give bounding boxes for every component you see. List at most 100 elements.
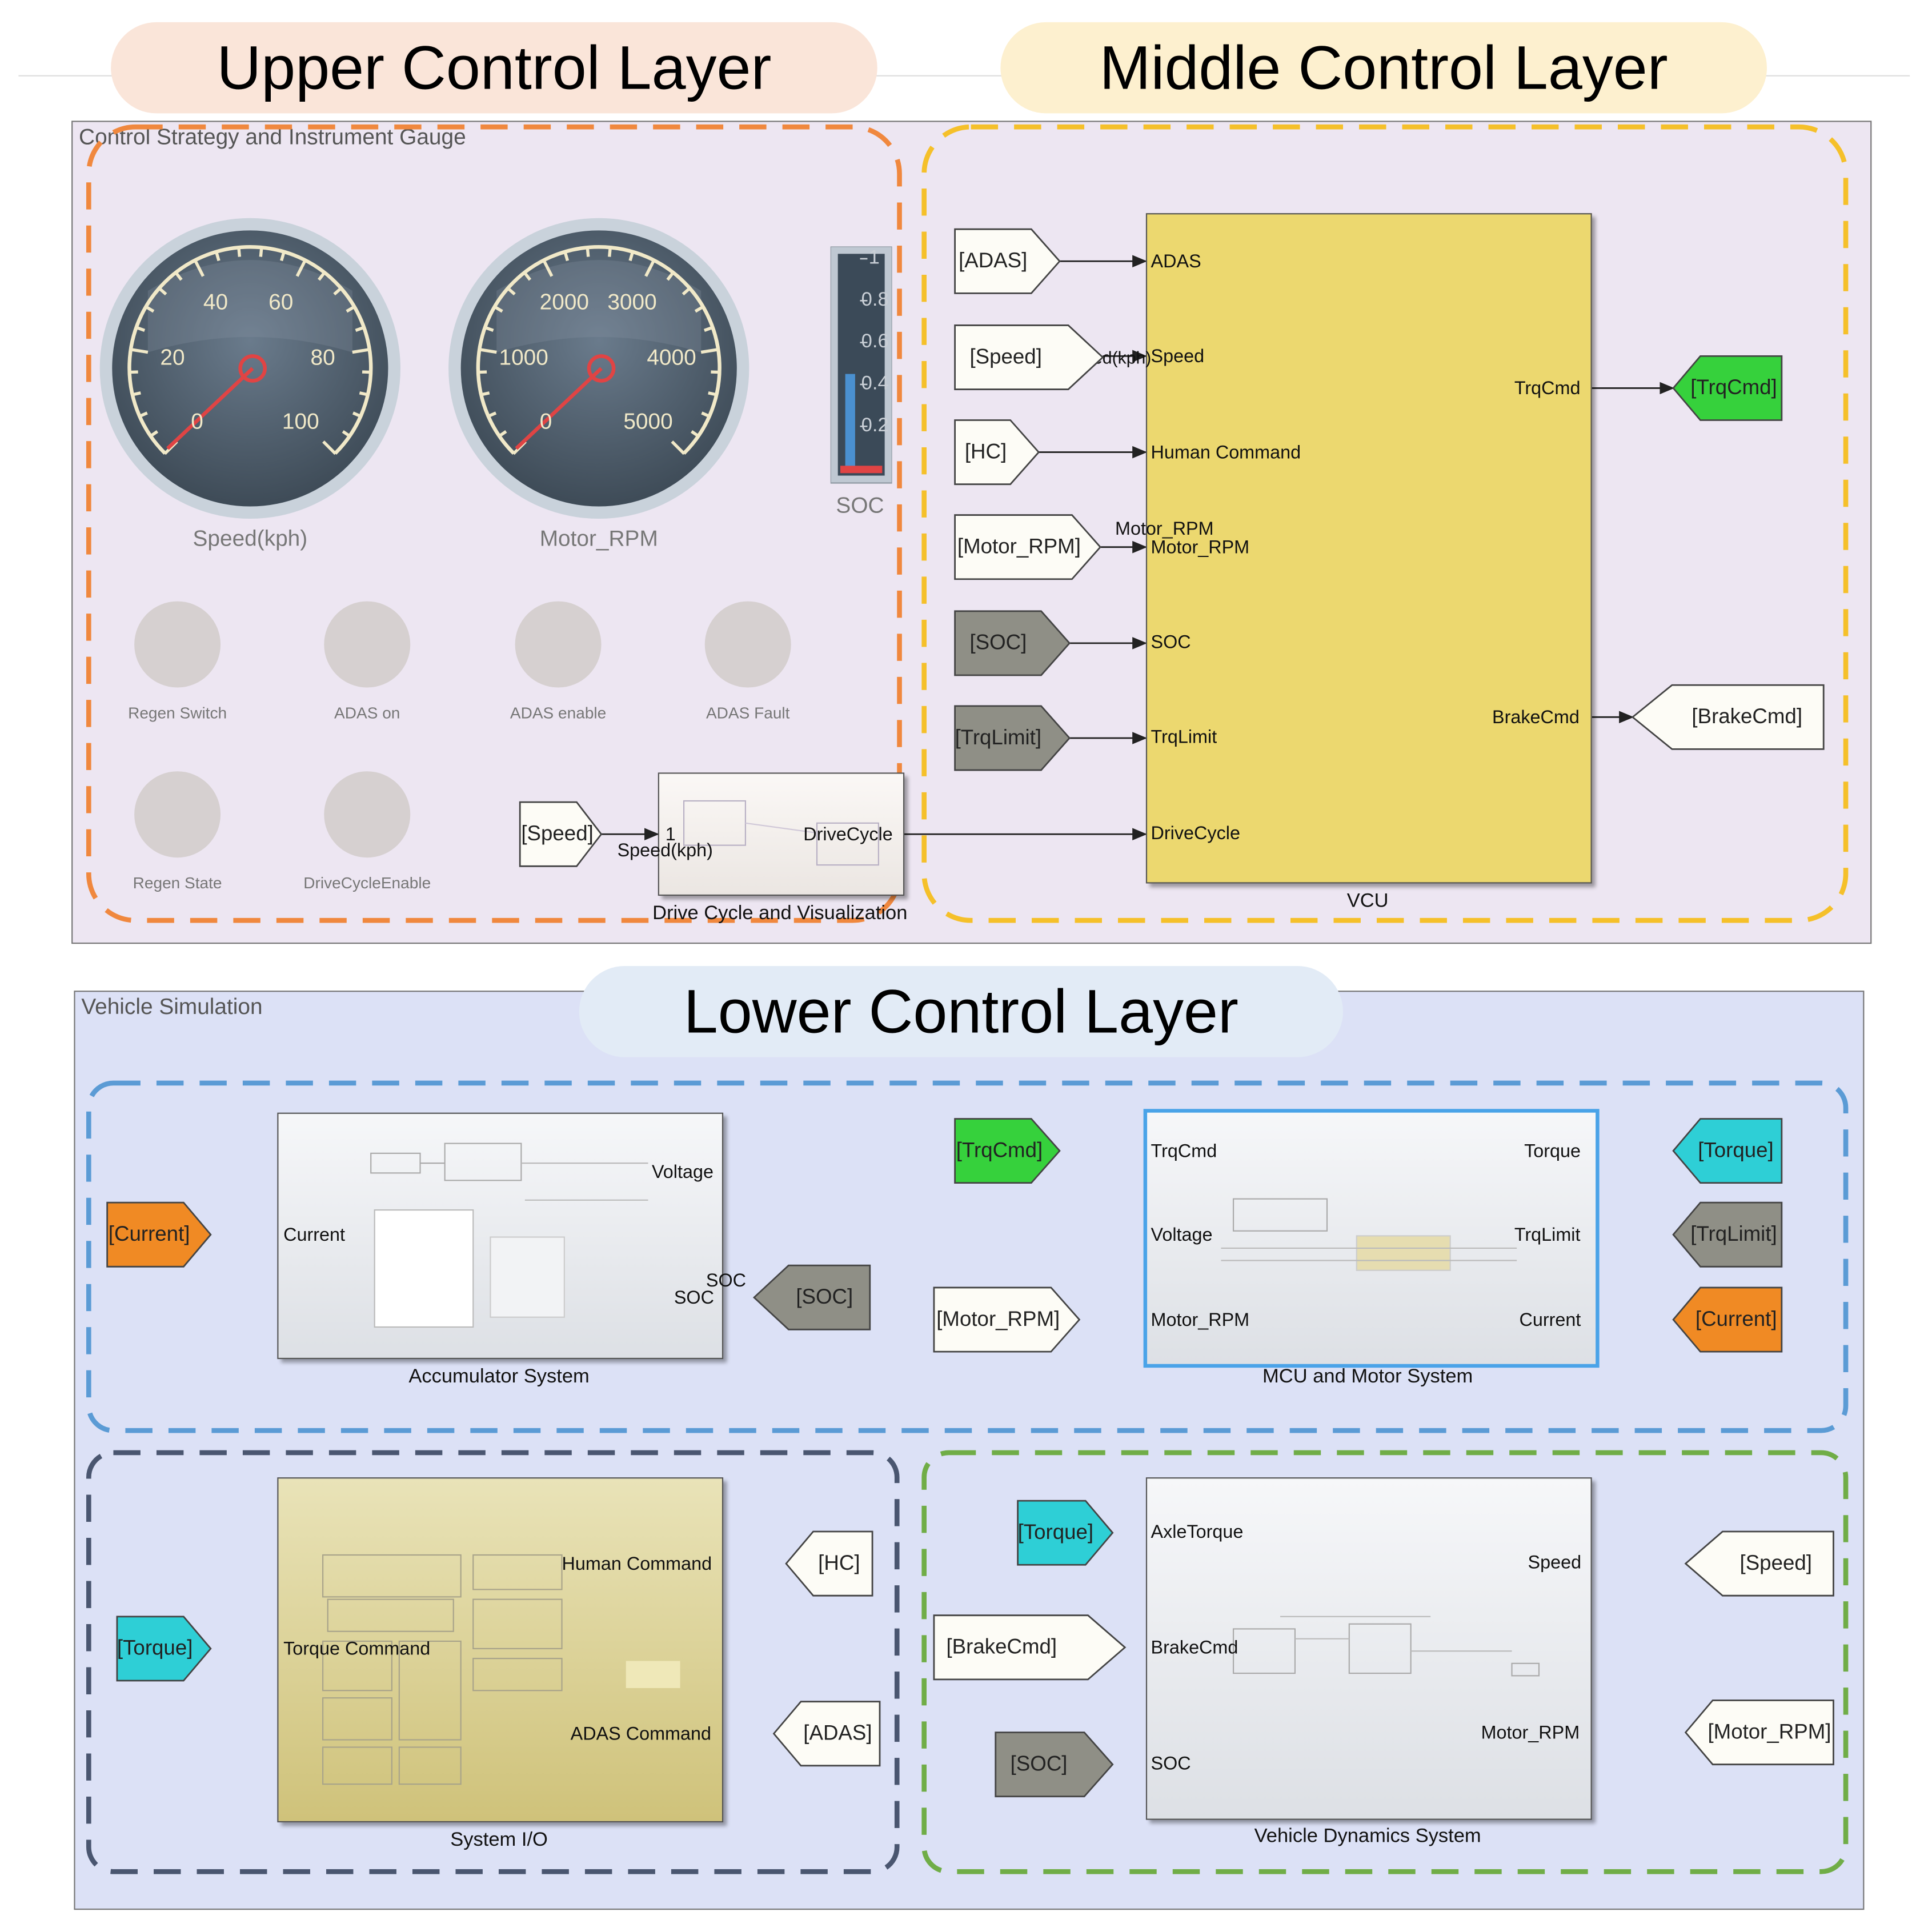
upper-layer-frame <box>86 124 902 923</box>
gauge-tick <box>215 252 221 262</box>
lamp-label: ADAS enable <box>510 703 607 722</box>
goto-tag-current[interactable]: [Current] <box>1672 1286 1783 1353</box>
accumulator-port-voltage: Voltage <box>652 1161 714 1183</box>
vcu-port-trqlimit: TrqLimit <box>1151 727 1217 748</box>
drive-cycle-block[interactable] <box>658 772 905 896</box>
from-tag-soc-label: [SOC] <box>969 631 1027 655</box>
goto-tag-trqlimit-label: [TrqLimit] <box>1690 1222 1777 1246</box>
rpm-tick-label: 5000 <box>623 410 672 434</box>
gauge-tick <box>507 287 516 296</box>
from-tag-speed-dc[interactable]: [Speed] <box>519 801 603 867</box>
gauge-tick <box>691 430 700 438</box>
drive-cycle-caption: Drive Cycle and Visualization <box>652 903 908 924</box>
motor-rpm-gauge: 0 1000 2000 3000 4000 5000 <box>448 218 749 519</box>
gauge-tick <box>480 391 490 396</box>
title-divider <box>18 75 1910 77</box>
goto-tag-soc[interactable]: [SOC] <box>752 1264 871 1330</box>
vcu-port-human-command: Human Command <box>1151 442 1301 463</box>
goto-tag-torque-label: [Torque] <box>1698 1138 1774 1162</box>
soc-tick-label: 1 <box>869 247 880 268</box>
middle-layer-title: Middle Control Layer <box>1000 22 1767 114</box>
gauge-tick <box>175 272 183 281</box>
gauge-tick <box>628 252 634 262</box>
gauge-tick <box>563 252 570 262</box>
vcu-port-soc: SOC <box>1151 632 1191 654</box>
soc-tick-label: 0.6 <box>861 330 889 352</box>
vcu-port-motor-rpm: Motor_RPM <box>1151 537 1250 559</box>
from-tag-torque-dyn[interactable]: [Torque] <box>1017 1500 1114 1566</box>
from-tag-motor-rpm-mcu[interactable]: [Motor_RPM] <box>933 1286 1081 1353</box>
motor-rpm-gauge-label: Motor_RPM <box>539 526 658 551</box>
goto-tag-torque[interactable]: [Torque] <box>1672 1118 1783 1184</box>
accumulator-port-current: Current <box>283 1224 345 1246</box>
accumulator-block[interactable] <box>277 1112 724 1360</box>
drive-cycle-in-label: Speed(kph) <box>617 840 713 861</box>
goto-tag-speed-label: [Speed] <box>1739 1551 1812 1575</box>
adas-fault-lamp[interactable] <box>704 601 791 688</box>
gauge-tick <box>130 348 149 354</box>
goto-tag-brakecmd-label: [BrakeCmd] <box>1691 704 1803 728</box>
vcu-block[interactable] <box>1145 213 1592 884</box>
from-tag-trqcmd[interactable]: [TrqCmd] <box>954 1118 1061 1184</box>
gauge-tick <box>295 260 307 277</box>
rpm-tick-label: 4000 <box>647 345 696 370</box>
soc-tick-label: 0.2 <box>861 414 889 436</box>
gauge-tick <box>352 348 370 354</box>
mcu-block[interactable] <box>1143 1109 1600 1368</box>
vehicle-dynamics-block[interactable] <box>1145 1477 1592 1820</box>
accumulator-port-soc: SOC <box>674 1287 714 1309</box>
regen-state-lamp[interactable] <box>134 771 221 858</box>
from-tag-brakecmd[interactable]: [BrakeCmd] <box>933 1614 1127 1681</box>
goto-tag-trqlimit[interactable]: [TrqLimit] <box>1672 1201 1783 1268</box>
control-dashed-frames <box>86 124 1849 923</box>
goto-tag-trqcmd-label: [TrqCmd] <box>1690 375 1777 399</box>
from-tag-hc[interactable]: [HC] <box>954 419 1040 486</box>
dynamics-caption: Vehicle Dynamics System <box>1254 1826 1481 1847</box>
from-tag-soc[interactable]: [SOC] <box>954 610 1071 676</box>
system-io-port-torque-command: Torque Command <box>283 1638 431 1660</box>
goto-tag-trqcmd[interactable]: [TrqCmd] <box>1672 355 1783 421</box>
mcu-port-motor-rpm: Motor_RPM <box>1151 1309 1250 1331</box>
goto-tag-speed[interactable]: [Speed] <box>1684 1530 1834 1597</box>
from-tag-soc-dyn[interactable]: [SOC] <box>995 1731 1114 1798</box>
goto-tag-adas[interactable]: [ADAS] <box>772 1701 881 1767</box>
goto-tag-motor-rpm-label: [Motor_RPM] <box>1707 1720 1831 1744</box>
from-tag-soc-dyn-label: [SOC] <box>1010 1752 1068 1776</box>
from-tag-current[interactable]: [Current] <box>106 1201 212 1268</box>
gauge-tick <box>322 440 337 455</box>
dynamics-port-speed: Speed <box>1528 1552 1582 1574</box>
from-tag-hc-label: [HC] <box>964 440 1007 463</box>
goto-tag-hc[interactable]: [HC] <box>785 1530 873 1597</box>
lamp-label: ADAS on <box>334 703 400 722</box>
rpm-tick-label: 3000 <box>607 290 656 314</box>
gauge-tick <box>586 248 590 257</box>
adas-on-lamp[interactable] <box>324 601 411 688</box>
gauge-tick <box>484 326 494 332</box>
regen-switch-lamp[interactable] <box>134 601 221 688</box>
from-tag-speed[interactable]: [Speed] <box>954 324 1104 390</box>
vcu-caption: VCU <box>1346 891 1389 912</box>
from-tag-torque-dyn-label: [Torque] <box>1017 1520 1094 1544</box>
from-tag-trqlimit[interactable]: [TrqLimit] <box>954 705 1071 771</box>
from-tag-motor-rpm-mcu-label: [Motor_RPM] <box>936 1307 1060 1331</box>
from-tag-motor-rpm[interactable]: [Motor_RPM] <box>954 514 1101 580</box>
gauge-tick <box>704 326 714 332</box>
vehicle-dynamics-thumbnail <box>1232 1616 1540 1677</box>
goto-tag-brakecmd[interactable]: [BrakeCmd] <box>1631 684 1825 750</box>
from-tag-speed-dc-label: [Speed] <box>521 821 594 845</box>
adas-enable-lamp[interactable] <box>515 601 602 688</box>
soc-bar-gauge: 1 0.8 0.6 0.4 0.2 <box>830 246 892 484</box>
drive-cycle-enable-lamp[interactable] <box>324 771 411 858</box>
speed-tick-label: 60 <box>268 290 293 314</box>
dynamics-port-soc: SOC <box>1151 1753 1191 1774</box>
from-tag-torque[interactable]: [Torque] <box>116 1616 212 1682</box>
goto-tag-adas-label: [ADAS] <box>803 1721 872 1745</box>
goto-tag-soc-label: [SOC] <box>796 1285 853 1309</box>
dynamics-port-axle-torque: AxleTorque <box>1151 1521 1244 1543</box>
system-io-block[interactable] <box>277 1477 724 1823</box>
goto-tag-motor-rpm[interactable]: [Motor_RPM] <box>1684 1699 1834 1766</box>
gauge-tick <box>333 287 342 296</box>
mcu-caption: MCU and Motor System <box>1262 1366 1473 1388</box>
rpm-needle <box>515 367 603 450</box>
from-tag-adas[interactable]: [ADAS] <box>954 228 1061 294</box>
